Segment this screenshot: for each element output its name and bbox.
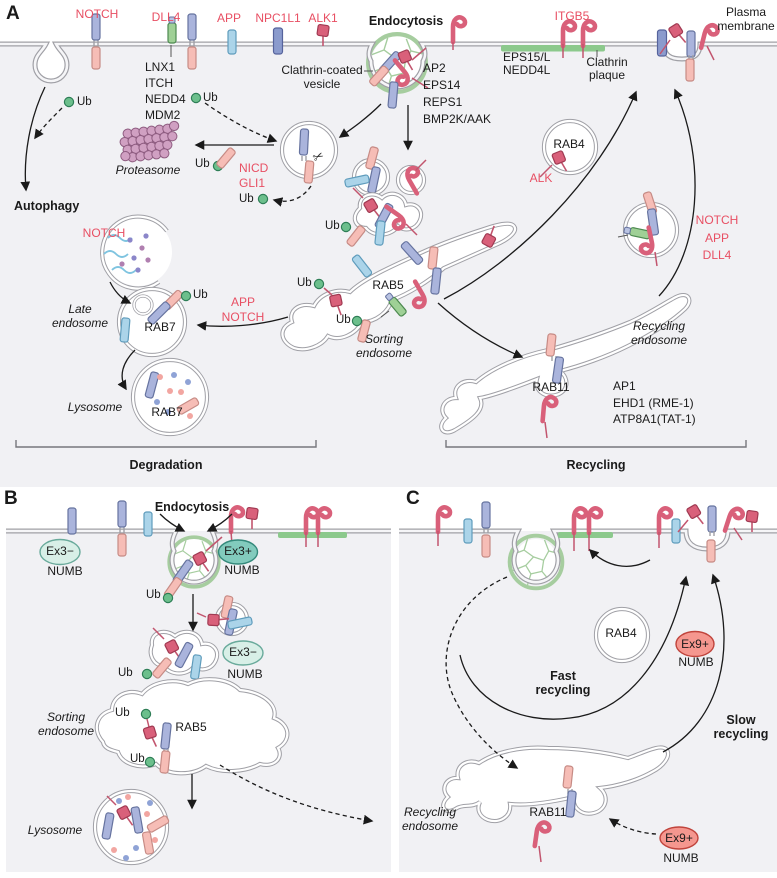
label-ub: Ub bbox=[130, 753, 145, 765]
label-ub: Ub bbox=[336, 314, 351, 326]
app-receptor bbox=[227, 29, 237, 55]
label-numb: NUMB bbox=[47, 564, 83, 578]
label-ub: Ub bbox=[146, 589, 161, 601]
label-fast-cargo: NOTCH APP DLL4 bbox=[695, 213, 739, 262]
label-ub: Ub bbox=[297, 277, 312, 289]
label-fast-recycling: Fast recycling bbox=[535, 669, 591, 697]
label-rab11-a: RAB11 bbox=[532, 380, 570, 394]
lysosome-b-contents bbox=[101, 794, 171, 861]
label-recycling-machinery: AP1 EHD1 (RME-1) ATP8A1(TAT-1) bbox=[613, 379, 696, 426]
label-ex9-plus: Ex9+ bbox=[681, 637, 709, 651]
label-nicd-gli1: NICD GLI1 bbox=[239, 161, 269, 190]
itgb5-receptor bbox=[453, 17, 465, 42]
label-rab4-c: RAB4 bbox=[605, 626, 637, 640]
lysosome-contents bbox=[144, 370, 201, 419]
label-alk1: ALK1 bbox=[308, 11, 338, 25]
label-ub: Ub bbox=[195, 158, 210, 170]
panel-a-art bbox=[0, 14, 777, 487]
autophagosome bbox=[102, 217, 172, 289]
label-ex3-minus: Ex3− bbox=[46, 544, 74, 558]
label-autophagy-notch: NOTCH bbox=[82, 226, 126, 240]
label-ub: Ub bbox=[239, 193, 254, 205]
arrows-a bbox=[20, 86, 696, 391]
ex3-minus-ellipse bbox=[39, 538, 81, 566]
label-autophagy: Autophagy bbox=[14, 199, 80, 213]
label-numb: NUMB bbox=[227, 667, 263, 681]
label-rab7: RAB7 bbox=[144, 320, 176, 334]
ex9-plus-ellipse bbox=[659, 826, 699, 850]
label-rab11-c: RAB11 bbox=[529, 805, 567, 819]
numb-ellipses bbox=[39, 538, 715, 850]
label-recycling-endosome-a: Recycling endosome bbox=[630, 319, 688, 347]
clathrin-plaque-bar-c bbox=[558, 532, 613, 538]
label-app: APP bbox=[216, 11, 242, 25]
label-ub: Ub bbox=[203, 92, 218, 104]
label-ub: Ub bbox=[193, 289, 208, 301]
panel-b-art bbox=[6, 501, 391, 872]
label-lysosome-a: Lysosome bbox=[67, 400, 123, 414]
panel-b-label: B bbox=[4, 488, 18, 509]
label-recycling: Recycling bbox=[566, 458, 626, 472]
label-e3-ligases: LNX1 ITCH NEDD4 MDM2 bbox=[145, 60, 186, 122]
label-slow-recycling: Slow recycling bbox=[713, 713, 769, 741]
label-ex3-minus: Ex3− bbox=[229, 645, 257, 659]
ex3-minus-ellipse bbox=[222, 640, 264, 666]
label-sorting-endosome-b: Sorting endosome bbox=[37, 710, 95, 738]
label-dll4: DLL4 bbox=[151, 10, 181, 24]
label-clathrin-vesicle: Clathrin-coated vesicle bbox=[281, 63, 363, 91]
label-ub: Ub bbox=[77, 96, 92, 108]
label-ub: Ub bbox=[118, 667, 133, 679]
panel-c-label: C bbox=[406, 488, 420, 509]
degradation-bracket bbox=[15, 440, 317, 448]
label-recycling-endosome-c: Recycling endosome bbox=[401, 805, 459, 833]
label-clathrin-plaque: Clathrin plaque bbox=[586, 55, 628, 82]
panel-c-art bbox=[399, 502, 777, 872]
label-ex9-plus: Ex9+ bbox=[665, 831, 693, 845]
label-degradation: Degradation bbox=[129, 458, 203, 472]
label-app-notch: APP NOTCH bbox=[221, 295, 265, 324]
label-plaque-proteins: EPS15/L NEDD4L bbox=[503, 50, 551, 77]
label-alk: ALK bbox=[529, 171, 553, 185]
arrows-b bbox=[159, 513, 374, 825]
panel-a-label: A bbox=[6, 3, 20, 24]
label-numb: NUMB bbox=[663, 851, 699, 865]
label-notch: NOTCH bbox=[75, 7, 119, 21]
receptor bbox=[686, 30, 696, 58]
npc1l1-receptor bbox=[272, 27, 284, 55]
label-numb: NUMB bbox=[224, 563, 260, 577]
label-endocytosis-b: Endocytosis bbox=[154, 500, 230, 514]
label-sorting-endosome-a: Sorting endosome bbox=[355, 332, 413, 360]
label-rab7-lysosome: RAB7 bbox=[151, 405, 183, 419]
label-numb: NUMB bbox=[678, 655, 714, 669]
label-endocytic-adaptors: AP2 EPS14 REPS1 BMP2K/AAK bbox=[423, 61, 492, 126]
label-rab5-a: RAB5 bbox=[372, 278, 404, 292]
label-itgb5: ITGB5 bbox=[554, 9, 590, 23]
recycling-bracket bbox=[445, 440, 747, 448]
arrows-c bbox=[445, 548, 725, 835]
label-npc1l1: NPC1L1 bbox=[255, 11, 301, 25]
label-ex3-plus: Ex3+ bbox=[224, 544, 252, 558]
label-plasma-membrane: Plasma membrane bbox=[717, 5, 775, 33]
label-late-endosome: Late endosome bbox=[51, 302, 109, 330]
ex9-plus-ellipse bbox=[675, 630, 715, 658]
label-ub: Ub bbox=[115, 707, 130, 719]
clathrin-plaque-bar-a bbox=[501, 45, 605, 52]
label-rab5-b: RAB5 bbox=[175, 720, 207, 734]
receptor bbox=[685, 58, 695, 82]
label-endocytosis-a: Endocytosis bbox=[368, 14, 444, 28]
clathrin-plaque-bar-b bbox=[278, 532, 347, 538]
label-proteasome: Proteasome bbox=[115, 163, 181, 177]
label-rab4-a: RAB4 bbox=[553, 137, 585, 151]
label-lysosome-b: Lysosome bbox=[27, 823, 83, 837]
proteasome bbox=[119, 120, 180, 163]
ex3-plus-ellipse bbox=[217, 539, 259, 565]
label-ub: Ub bbox=[325, 220, 340, 232]
